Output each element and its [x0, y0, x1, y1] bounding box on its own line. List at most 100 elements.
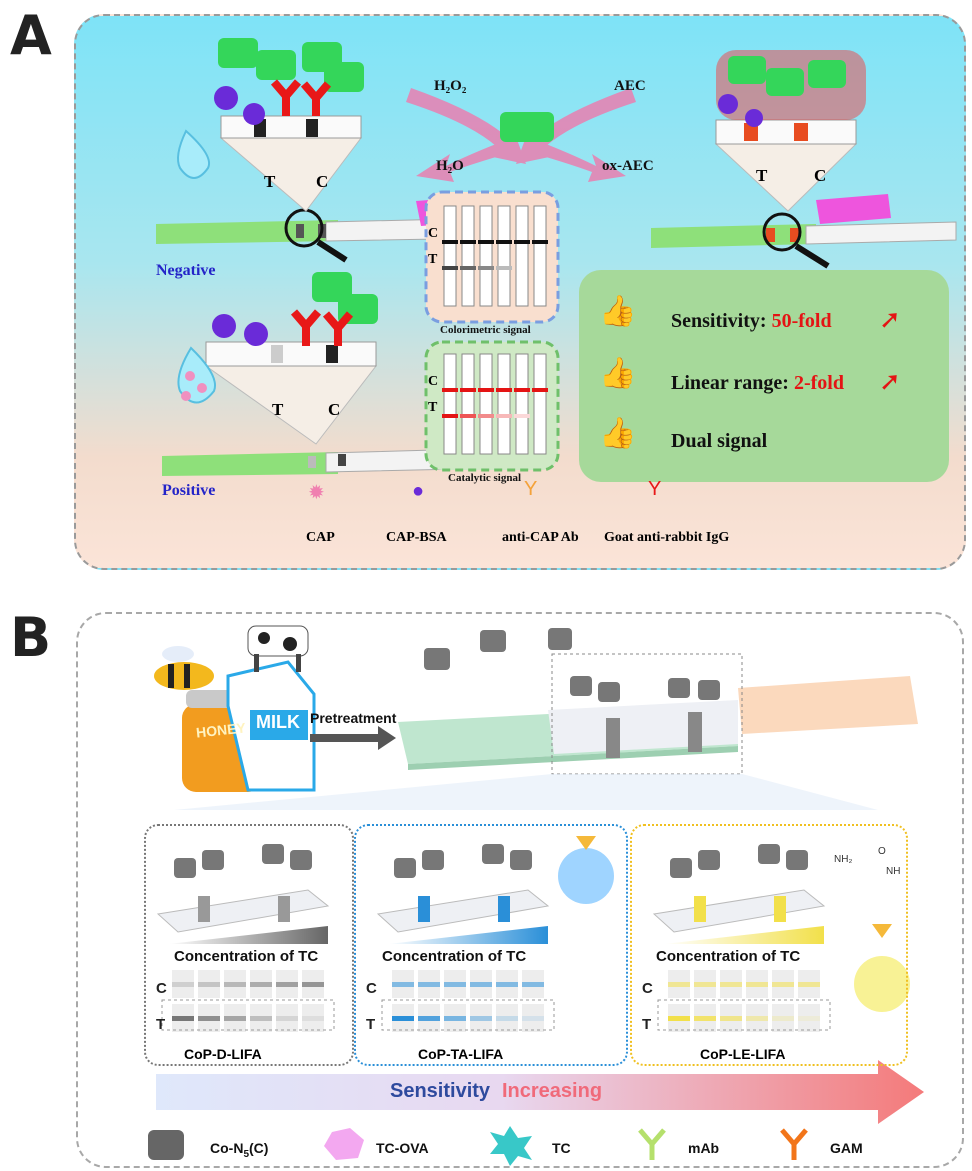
mini-strip-line	[498, 896, 510, 922]
control-band	[496, 982, 518, 987]
h2o-label: H₂O	[436, 158, 464, 174]
test-band	[496, 1016, 518, 1021]
strip	[461, 205, 475, 307]
negative-t-label: T	[264, 172, 276, 191]
control-band	[444, 982, 466, 987]
test-band	[668, 1016, 690, 1021]
co-n5-cube	[670, 858, 692, 878]
control-band	[668, 982, 690, 987]
ox-aec-label: ox-AEC	[602, 158, 654, 174]
strip	[515, 205, 529, 307]
mini-strip-line	[278, 896, 290, 922]
antibody-positive-icon	[290, 309, 354, 346]
test-band	[798, 1016, 820, 1021]
control-band	[460, 240, 476, 244]
test-band	[522, 1016, 544, 1021]
readout-cell	[302, 1004, 324, 1032]
readout-cell	[198, 970, 220, 998]
readout-cell	[522, 1004, 544, 1032]
mini-strip-line	[418, 896, 430, 922]
concentration-label-d: Concentration of TC	[174, 948, 319, 965]
control-band	[798, 982, 820, 987]
concentration-label-ta: Concentration of TC	[382, 948, 527, 965]
test-band	[302, 1016, 324, 1021]
increasing-label: Increasing	[502, 1080, 603, 1102]
tc-legend-icon	[490, 1126, 532, 1166]
milk-carton-icon	[226, 660, 316, 792]
bee-icon	[154, 646, 214, 690]
control-band	[496, 388, 512, 392]
test-band	[276, 1016, 298, 1021]
test-band	[444, 1016, 466, 1021]
strip	[479, 353, 493, 455]
readout-cell	[172, 970, 194, 998]
co-n5-cube-icons	[424, 628, 720, 702]
subpanel-cop-d-lifa	[144, 824, 354, 1066]
antibody-icon	[270, 79, 332, 116]
control-band	[720, 982, 742, 987]
test-band	[478, 414, 494, 418]
cow-icon	[247, 625, 309, 672]
test-band	[514, 414, 530, 418]
advantage-dual-signal: Dual signal	[671, 430, 768, 452]
signal-test-strip	[651, 194, 957, 269]
co-n5-legend-icon	[148, 1130, 184, 1160]
chem-nh-label: NH	[886, 866, 901, 877]
readout-cell	[224, 970, 246, 998]
negative-c-label: C	[316, 172, 329, 191]
row-t-label-d: T	[156, 1016, 166, 1033]
control-band	[496, 240, 512, 244]
control-band	[442, 388, 458, 392]
signal-zoom-inset	[714, 119, 858, 212]
control-band	[478, 388, 494, 392]
test-band	[772, 1016, 794, 1021]
sensitivity-arrow	[156, 1060, 924, 1124]
co-n5-cube	[698, 850, 720, 870]
control-band	[460, 388, 476, 392]
test-band	[172, 1016, 194, 1021]
panel-a-letter: A	[10, 4, 52, 67]
strip	[533, 205, 547, 307]
test-band	[460, 414, 476, 418]
readout-cell	[798, 1004, 820, 1032]
control-band	[470, 982, 492, 987]
sensitivity-label: Sensitivity	[390, 1080, 491, 1102]
colorimetric-caption: Colorimetric signal	[440, 324, 531, 336]
co-n5-cube	[786, 850, 808, 870]
chem-o-label: O	[878, 846, 886, 857]
test-band	[720, 1016, 742, 1021]
cap-bsa-icon	[214, 86, 265, 125]
legend-cap-bsa: CAP-BSA	[386, 530, 447, 545]
negative-label: Negative	[156, 262, 216, 279]
control-band	[514, 388, 530, 392]
panel-a: H₂O₂ AEC H₂O ox-AEC T C T C T C Negative…	[74, 14, 966, 570]
legend-gam: GAM	[830, 1140, 863, 1156]
test-band	[442, 414, 458, 418]
method-cop-d-lifa: CoP-D-LIFA	[184, 1046, 262, 1062]
strip	[479, 205, 493, 307]
co-n5-cube	[262, 844, 284, 864]
pretreatment-label: Pretreatment	[310, 710, 397, 726]
panel-b-letter: B	[10, 606, 52, 669]
cap-bsa-positive-icon	[212, 314, 268, 346]
co-n5-cube	[482, 844, 504, 864]
cap-bsa-right-icon	[718, 94, 763, 127]
strip-readouts	[442, 205, 548, 455]
readout-cell	[746, 1004, 768, 1032]
legend-goat-anti-rabbit-igg: Goat anti-rabbit IgG	[604, 530, 730, 545]
colorimetric-t-label: T	[428, 252, 438, 267]
mini-strip-line	[198, 896, 210, 922]
readout-cell	[772, 1004, 794, 1032]
control-band	[442, 240, 458, 244]
panel-a-graphics	[156, 38, 957, 476]
test-band	[694, 1016, 716, 1021]
thumbs-up-icon: 👍	[599, 295, 637, 328]
anti-cap-ab-legend-icon: Y	[524, 478, 538, 500]
readout-cell	[470, 1004, 492, 1032]
co-n5-cube	[758, 844, 780, 864]
control-band	[392, 982, 414, 987]
method-cop-ta-lifa: CoP-TA-LIFA	[418, 1046, 504, 1062]
co-n5-cube	[174, 858, 196, 878]
aec-label: AEC	[614, 78, 646, 94]
control-band	[772, 982, 794, 987]
